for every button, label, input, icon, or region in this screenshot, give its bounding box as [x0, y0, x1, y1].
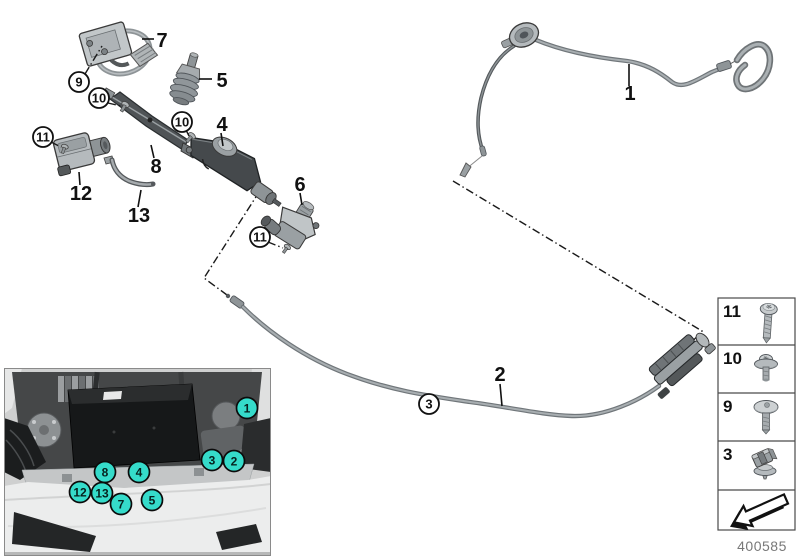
- label-part-1[interactable]: 1: [624, 83, 635, 105]
- part-6-lock-switch: [260, 201, 320, 250]
- cable-ferrule: [716, 60, 732, 72]
- legend-number-10: 10: [723, 349, 742, 368]
- svg-text:5: 5: [149, 493, 156, 507]
- cable-grommet: [501, 22, 540, 49]
- label-part-2[interactable]: 2: [494, 364, 505, 386]
- grille: [12, 512, 96, 552]
- label-part-7[interactable]: 7: [156, 30, 167, 52]
- label-part-6[interactable]: 6: [294, 174, 305, 196]
- label-part-12[interactable]: 12: [70, 183, 92, 205]
- legend-number-9: 9: [723, 397, 732, 416]
- legend-number-3: 3: [723, 445, 732, 464]
- cable-splitter-assembly: [648, 332, 716, 399]
- callout-circle-3[interactable]: [418, 393, 440, 415]
- legend-row-11[interactable]: 11: [723, 302, 778, 344]
- legend-row-10[interactable]: 10: [723, 349, 778, 382]
- part-labels: 7 5 4 8 12 13 6 1 2: [70, 30, 636, 407]
- inset-callout-12[interactable]: [68, 480, 92, 504]
- svg-text:2: 2: [231, 454, 238, 468]
- part-5-buffer-stop: [169, 52, 201, 106]
- inset-callout-2[interactable]: [222, 449, 246, 473]
- part-1-bowden-cable-front: [459, 22, 774, 178]
- fastener-legend: 11 10 9: [717, 297, 796, 531]
- torx-flange-screw-icon: [754, 354, 778, 382]
- car-location-inset: 1 3 2 8 4 12 13 7 5: [4, 368, 271, 556]
- screw-at-part8-icon: [119, 101, 130, 113]
- legend-row-3[interactable]: 3: [723, 445, 778, 480]
- inset-callout-5[interactable]: [140, 488, 164, 512]
- part-2-bowden-cable-rear: [225, 293, 662, 419]
- callout-circle-9[interactable]: [68, 71, 90, 93]
- legend-row-direction: [730, 492, 790, 530]
- callout-circle-11b[interactable]: [249, 226, 271, 248]
- svg-text:4: 4: [136, 465, 143, 479]
- legend-row-9[interactable]: 9: [723, 397, 779, 435]
- cable-end-nipple: [459, 162, 472, 178]
- svg-text:3: 3: [209, 453, 216, 467]
- callout-10b-number: 10: [175, 115, 189, 130]
- part-13-release-rod: [103, 155, 156, 188]
- cable-holder-clip-icon: [751, 447, 778, 480]
- part-7-hood-catch-upper: [78, 21, 159, 77]
- circled-callouts: 9 10 10 11 11 3: [32, 45, 440, 415]
- direction-arrow-icon: [730, 492, 790, 530]
- screw-at-part12-icon: [60, 143, 69, 155]
- part-4-hood-lock: [185, 136, 282, 207]
- part-12-lock-actuator: [52, 132, 111, 177]
- callout-circle-10a[interactable]: [88, 87, 110, 109]
- assembly-line-lock-to-cable2: [203, 173, 262, 296]
- drawing-number: 400585: [737, 538, 787, 554]
- right-headlight: [240, 418, 271, 472]
- torx-oval-head-screw-icon: [759, 303, 778, 344]
- assembly-line-cable1-to-splitter: [452, 180, 704, 344]
- callout-3-number: 3: [425, 397, 432, 412]
- svg-text:8: 8: [102, 465, 109, 479]
- callout-9-number: 9: [75, 75, 82, 90]
- svg-text:7: 7: [118, 497, 125, 511]
- screw-at-part4-icon: [185, 132, 196, 144]
- pull-handle: [733, 41, 774, 93]
- label-part-4[interactable]: 4: [216, 114, 228, 136]
- svg-text:1: 1: [244, 401, 251, 415]
- svg-text:12: 12: [73, 485, 87, 499]
- inset-callout-4[interactable]: [127, 460, 151, 484]
- label-part-13[interactable]: 13: [128, 205, 150, 227]
- label-part-5[interactable]: 5: [216, 70, 227, 92]
- inset-callout-7[interactable]: [109, 492, 133, 516]
- svg-text:13: 13: [95, 486, 109, 500]
- callout-circle-11a[interactable]: [32, 126, 54, 148]
- inset-frame: [4, 368, 271, 556]
- inset-callout-1[interactable]: [235, 396, 259, 420]
- inset-callouts: 1 3 2 8 4 12 13 7 5: [68, 396, 259, 516]
- large-washer-screw-icon: [753, 400, 779, 435]
- label-part-8[interactable]: 8: [150, 156, 161, 178]
- callout-11b-number: 11: [253, 230, 267, 245]
- screw-at-part6-icon: [281, 243, 291, 254]
- callout-circle-10b[interactable]: [171, 111, 193, 133]
- inset-callout-3[interactable]: [200, 448, 224, 472]
- callout-10a-number: 10: [92, 91, 106, 106]
- legend-number-11: 11: [723, 302, 741, 321]
- callout-11a-number: 11: [36, 130, 50, 145]
- inset-callout-13[interactable]: [90, 481, 114, 505]
- air-filter-box: [67, 383, 201, 469]
